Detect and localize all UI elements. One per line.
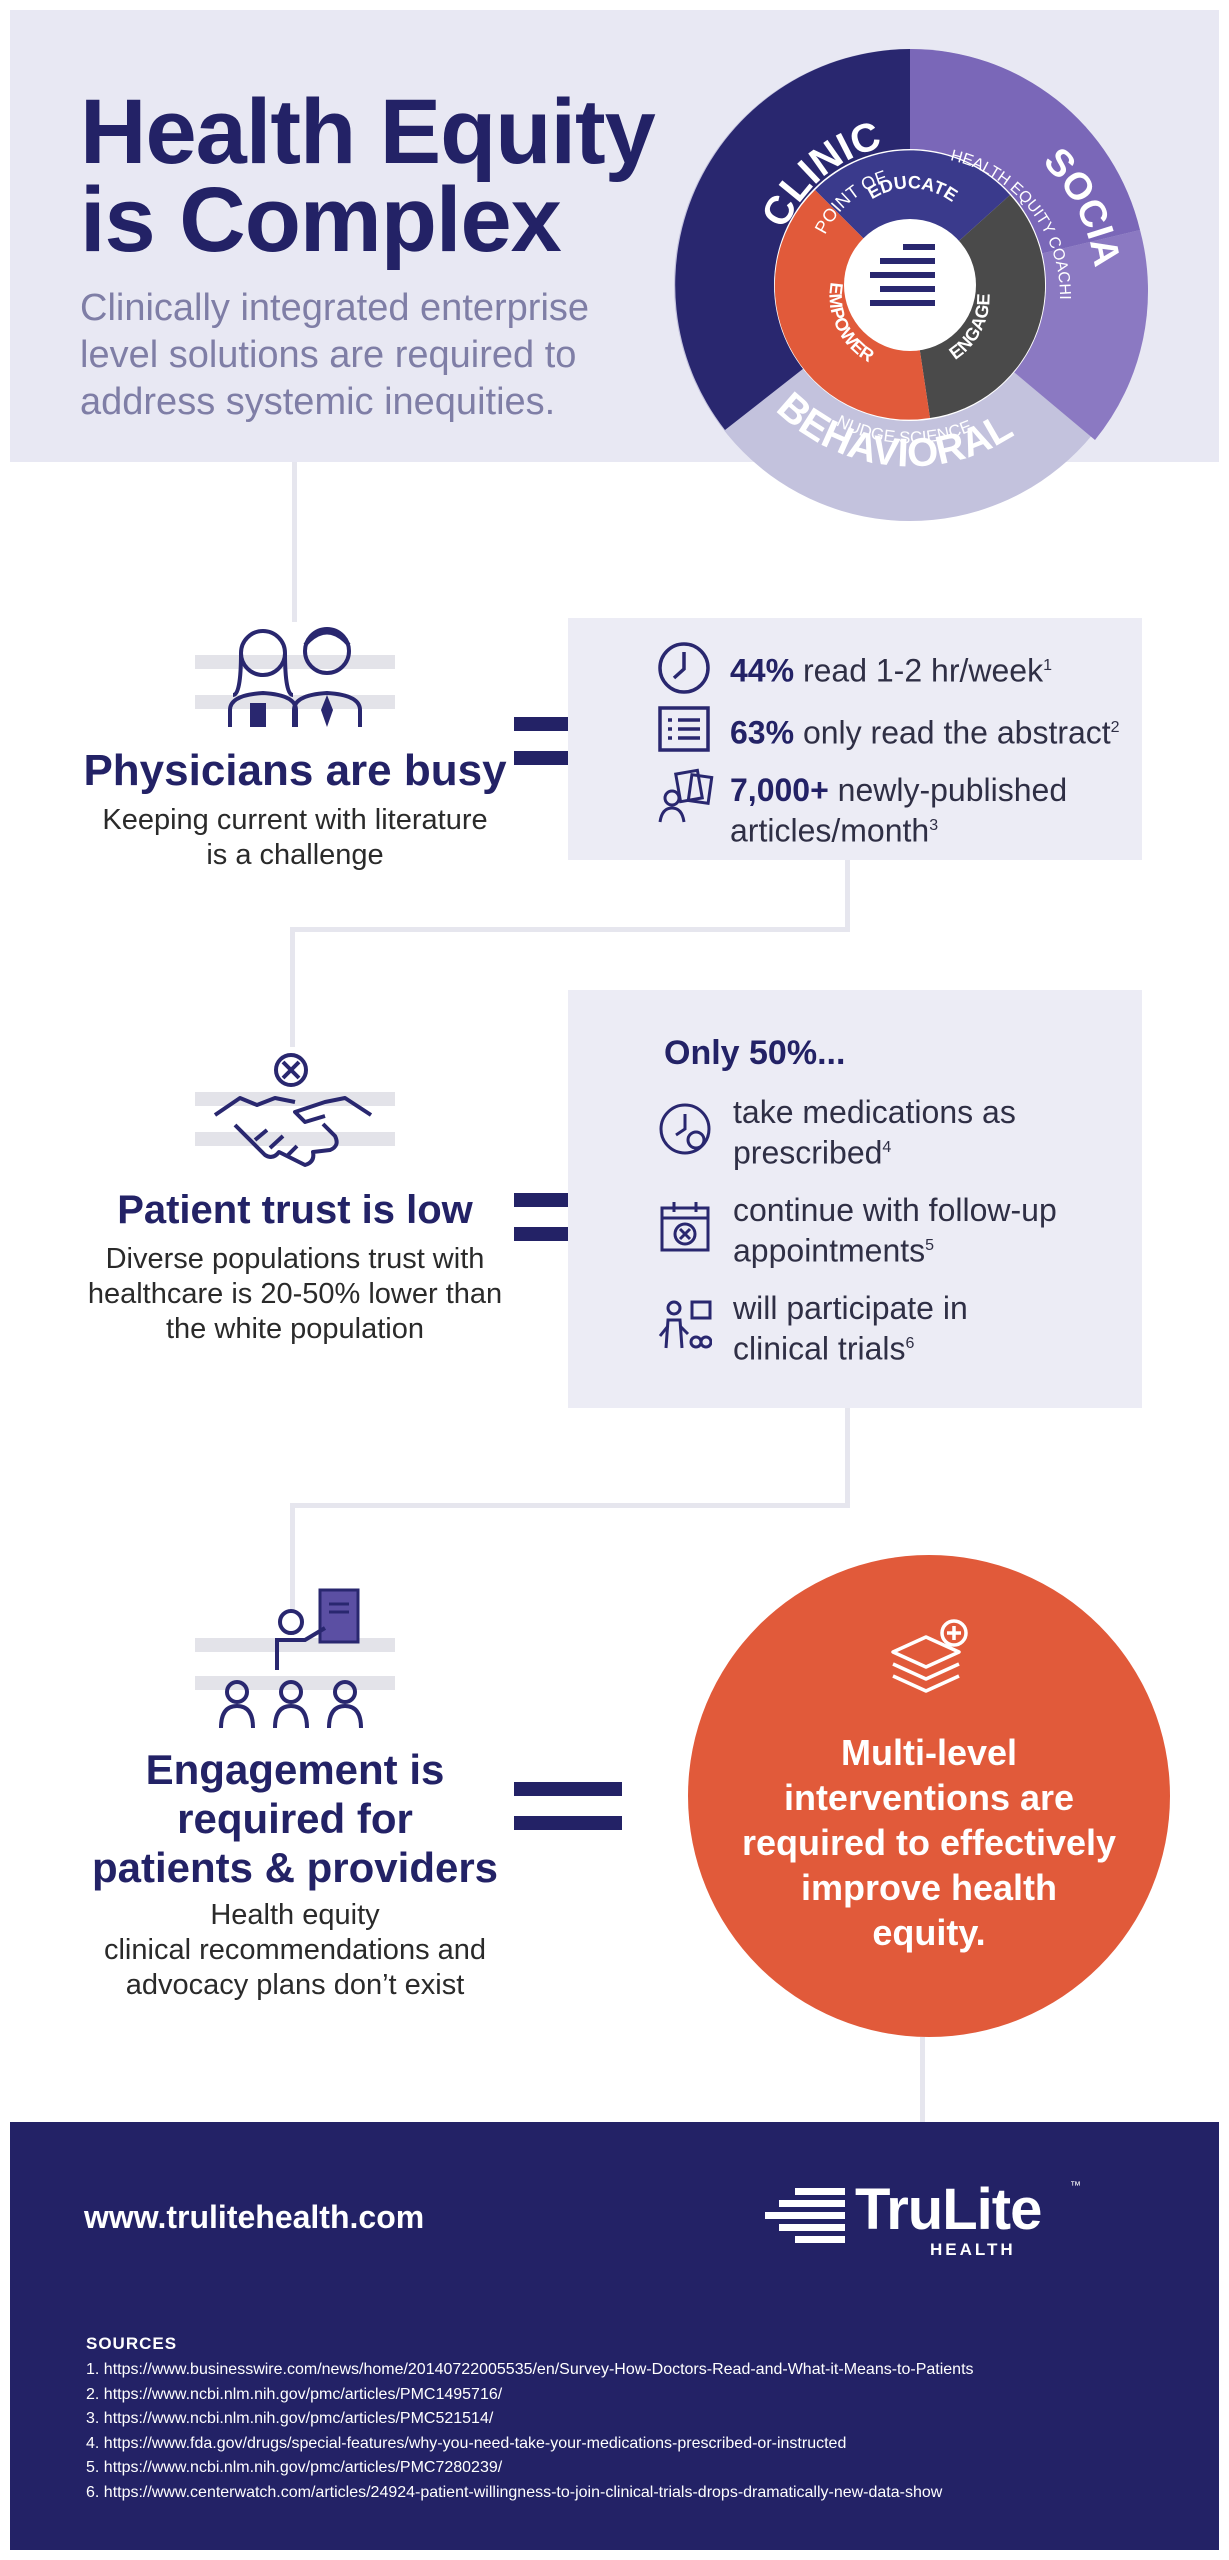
source-item[interactable]: 3. https://www.ncbi.nlm.nih.gov/pmc/arti… xyxy=(86,2410,494,2427)
engage-segment xyxy=(910,195,1046,418)
sources-heading: SOURCES xyxy=(86,2334,178,2353)
desc-line: Keeping current with literature xyxy=(102,804,488,836)
page-title: Health Equity is Complex xyxy=(80,81,656,271)
stat-value: 7,000+ xyxy=(730,772,829,808)
footnote-ref: 4 xyxy=(882,1139,892,1156)
stat-clinical-trials: will participate in clinical trials6 xyxy=(733,1290,968,1367)
clock-icon xyxy=(658,642,710,694)
section-engagement-desc: Health equity clinical recommendations a… xyxy=(60,1898,530,2003)
subtitle-line-3: address systemic inequities. xyxy=(80,381,556,423)
source-item[interactable]: 2. https://www.ncbi.nlm.nih.gov/pmc/arti… xyxy=(86,2385,503,2403)
connector-line xyxy=(290,1503,850,1508)
connector-line xyxy=(290,927,295,1047)
physicians-icon xyxy=(195,627,395,727)
title-line: required for xyxy=(177,1795,413,1842)
desc-line: is a challenge xyxy=(206,839,384,871)
connector-line xyxy=(920,2037,925,2122)
desc-line: Diverse populations trust with xyxy=(105,1243,485,1275)
section-physicians-desc: Keeping current with literature is a cha… xyxy=(60,803,530,873)
stat-reading-time: 44% read 1-2 hr/week1 xyxy=(730,648,1052,689)
connector-line xyxy=(845,855,850,930)
stat-value: 44% xyxy=(730,652,795,689)
title-line-1: Health Equity xyxy=(80,81,656,183)
section-trust-title: Patient trust is low xyxy=(117,1188,473,1232)
layers-plus-icon xyxy=(891,1619,968,1693)
footer: www.trulitehealth.com TruLite ™ HEALTH S… xyxy=(10,2122,1219,2550)
articles-icon xyxy=(658,768,714,823)
conclusion-line: improve health xyxy=(800,1867,1058,1908)
desc-line: Health equity xyxy=(210,1899,380,1931)
conclusion-circle: Multi-level interventions are required t… xyxy=(688,1555,1170,2037)
desc-line: healthcare is 20-50% lower than xyxy=(87,1278,503,1310)
subtitle-line-2: level solutions are required to xyxy=(80,334,577,376)
page-subtitle: Clinically integrated enterprise level s… xyxy=(80,285,640,426)
only-fifty-heading: Only 50%... xyxy=(664,1034,846,1072)
desc-line: clinical recommendations and xyxy=(103,1934,487,1966)
source-item[interactable]: 1. https://www.businesswire.com/news/hom… xyxy=(86,2361,974,2378)
section-trust-desc: Diverse populations trust with healthcar… xyxy=(60,1242,530,1347)
stat-label-line-2: articles/month xyxy=(730,812,930,849)
title-line: Engagement is xyxy=(145,1746,445,1793)
stat-abstract: 63% only read the abstract2 xyxy=(730,710,1120,751)
connector-line xyxy=(290,1503,295,1613)
equity-wheel-diagram: CLINICAL POINT OF CARE SOCIAL HEALTH EQU… xyxy=(665,40,1149,521)
footnote-ref: 2 xyxy=(1110,719,1120,736)
footnote-ref: 6 xyxy=(905,1335,915,1352)
equals-sign xyxy=(514,1782,622,1830)
source-item[interactable]: 4. https://www.fda.gov/drugs/special-fea… xyxy=(86,2434,847,2452)
source-item[interactable]: 6. https://www.centerwatch.com/articles/… xyxy=(86,2483,943,2501)
stat-label: read 1-2 hr/week xyxy=(794,652,1044,689)
medication-clock-icon xyxy=(659,1103,711,1155)
clinical-trial-icon xyxy=(658,1300,712,1349)
stat-line-2: appointments xyxy=(733,1232,926,1269)
subtitle-line-1: Clinically integrated enterprise xyxy=(80,287,590,329)
document-list-icon xyxy=(658,706,710,752)
desc-line: advocacy plans don’t exist xyxy=(125,1969,465,2001)
handshake-icon xyxy=(195,1053,395,1167)
conclusion-line: required to effectively xyxy=(741,1822,1117,1863)
stat-line-1: will participate in xyxy=(733,1290,968,1326)
website-link[interactable]: www.trulitehealth.com xyxy=(84,2199,425,2235)
logo-subtitle: HEALTH xyxy=(930,2240,1016,2259)
logo-trademark: ™ xyxy=(1070,2180,1081,2192)
sources-list: 1. https://www.businesswire.com/news/hom… xyxy=(86,2358,974,2505)
footnote-ref: 1 xyxy=(1043,657,1052,674)
physicians-stats-box: 44% read 1-2 hr/week1 63% only read the … xyxy=(568,618,1142,860)
center-logo-mark xyxy=(870,244,935,306)
calendar-x-icon xyxy=(660,1202,710,1252)
stat-medications: take medications as prescribed4 xyxy=(733,1094,1016,1171)
source-item[interactable]: 5. https://www.ncbi.nlm.nih.gov/pmc/arti… xyxy=(86,2459,503,2476)
footnote-ref: 3 xyxy=(929,817,939,834)
stat-label: only read the abstract xyxy=(794,714,1111,751)
conclusion-line: Multi-level xyxy=(840,1732,1018,1773)
stat-line-2: prescribed xyxy=(733,1134,883,1171)
stat-follow-up: continue with follow-up appointments5 xyxy=(733,1192,1057,1269)
title-line: patients & providers xyxy=(91,1844,499,1891)
trulite-logo: TruLite ™ HEALTH xyxy=(765,2176,1105,2266)
logo-name: TruLite xyxy=(855,2177,1042,2242)
trust-stats-box: Only 50%... take medications as prescribe… xyxy=(568,990,1142,1408)
stat-line-2: clinical trials xyxy=(733,1330,906,1367)
educate-segment xyxy=(815,150,1010,285)
conclusion-line: interventions are xyxy=(783,1777,1075,1818)
connector-line xyxy=(292,462,297,622)
connector-line xyxy=(845,1408,850,1506)
engagement-presentation-icon xyxy=(195,1588,395,1729)
stat-value: 63% xyxy=(730,714,795,751)
footnote-ref: 5 xyxy=(925,1237,935,1254)
stat-line-1: take medications as xyxy=(733,1094,1016,1130)
logo-mark-icon xyxy=(765,2188,845,2243)
section-engagement-title: Engagement is required for patients & pr… xyxy=(60,1745,530,1892)
title-line-2: is Complex xyxy=(80,169,562,271)
stat-line-1: continue with follow-up xyxy=(733,1192,1057,1228)
connector-line xyxy=(290,927,850,932)
stat-articles: 7,000+ newly-published articles/month3 xyxy=(730,772,1067,849)
conclusion-line: equity. xyxy=(872,1912,986,1953)
section-physicians-title: Physicians are busy xyxy=(83,746,507,795)
stat-label: newly-published xyxy=(828,772,1068,808)
desc-line: the white population xyxy=(166,1313,424,1345)
wheel-center xyxy=(844,219,976,351)
conclusion-text: Multi-level interventions are required t… xyxy=(728,1730,1130,1955)
